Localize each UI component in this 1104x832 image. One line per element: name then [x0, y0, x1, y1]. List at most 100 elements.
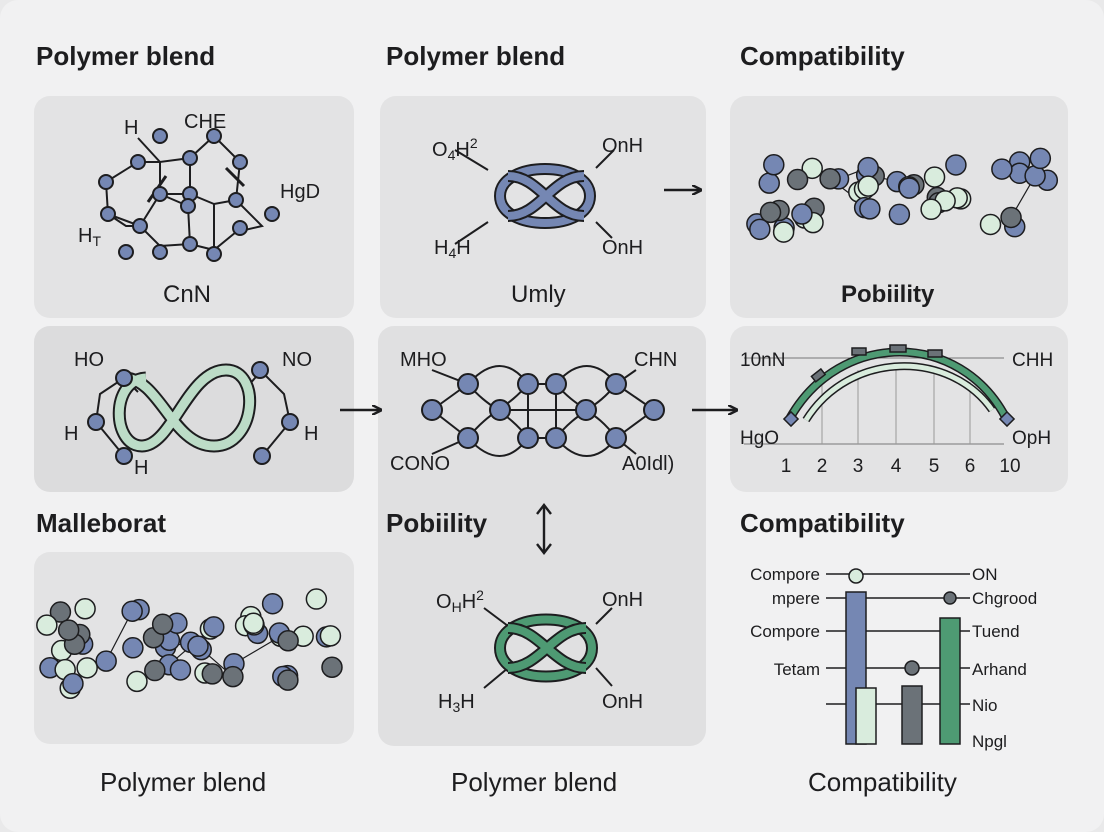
- arc-tick-label: 2: [817, 456, 828, 477]
- cluster-top-atom: [758, 172, 780, 194]
- molecule-label-ht: HT: [78, 225, 101, 249]
- knot-top-label-h4h: H4H: [434, 237, 471, 261]
- bar-right-label: ON: [972, 565, 998, 584]
- knot-bottom-label-onh-2: OnH: [602, 691, 643, 713]
- cluster-top-atom: [791, 203, 813, 225]
- cluster-bottom-atom: [305, 588, 328, 610]
- cluster-top-atom: [979, 213, 1002, 236]
- cluster-bottom-atom: [187, 635, 209, 657]
- cluster-top-atom: [991, 158, 1013, 180]
- heading-polymer-blend-2: Polymer blend: [386, 41, 566, 71]
- knot-top-label-o4h2: O4H2: [432, 135, 478, 163]
- loop-label-no: NO: [282, 349, 312, 371]
- bar-mint: [855, 687, 877, 745]
- bar-left-label: Compore: [750, 622, 820, 641]
- bar-right-label: Nio: [972, 696, 998, 715]
- cluster-top-atom: [857, 156, 879, 179]
- cluster-top-atom: [857, 175, 879, 197]
- cluster-top-atom: [759, 201, 782, 224]
- arc-graphic: [744, 344, 1016, 445]
- cluster-bottom: [36, 588, 343, 699]
- cluster-top-atom: [898, 177, 920, 199]
- bar-right-label: Tuend: [972, 622, 1020, 641]
- bar-right-label: Arhand: [972, 660, 1027, 679]
- loop-label-h-right: H: [304, 423, 318, 445]
- cluster-top-atom: [1000, 206, 1022, 229]
- cluster-top-atom: [888, 203, 911, 226]
- cluster-bottom-atom: [201, 663, 224, 685]
- cluster-bottom-atom: [151, 613, 174, 636]
- bar-slate: [901, 685, 923, 745]
- chain-label-mho: MHO: [400, 349, 447, 371]
- bar-right-label: Npgl: [972, 732, 1007, 751]
- arc-label-chh: CHH: [1012, 350, 1053, 371]
- heading-compatibility-2: Compatibility: [740, 508, 905, 538]
- cluster-bottom-atom: [261, 592, 284, 615]
- loop-label-h-left: H: [64, 423, 78, 445]
- knot-top: [454, 149, 615, 245]
- molecule-label-che: CHE: [184, 111, 226, 133]
- chain-label-a0idl: A0Idl): [622, 453, 674, 475]
- chain-structure: [421, 365, 665, 457]
- knot-top-label-onh-2: OnH: [602, 237, 643, 259]
- arc-label-hgo: HgO: [740, 428, 779, 449]
- cluster-bottom-atom: [36, 614, 58, 636]
- cluster-bottom-atom: [57, 619, 80, 641]
- arc-tick-label: 5: [929, 456, 940, 477]
- cluster-top-atom: [772, 221, 795, 243]
- caption-pobiility-top: Pobiility: [841, 281, 935, 308]
- cluster-top-atom: [920, 198, 942, 221]
- cluster-bottom-atom: [95, 650, 117, 672]
- panel-loop: [34, 326, 354, 492]
- heading-compatibility-1: Compatibility: [740, 41, 905, 71]
- loop-structure: [87, 361, 299, 465]
- arc-tick-label: 6: [965, 456, 976, 477]
- arc-label-oph: OpH: [1012, 428, 1051, 449]
- bar-green: [939, 617, 961, 745]
- molecule-atoms: [98, 128, 280, 262]
- chain-label-cono: CONO: [390, 453, 450, 475]
- heading-polymer-blend-1: Polymer blend: [36, 41, 216, 71]
- cluster-bottom-atom: [76, 657, 98, 679]
- arc-tick-label: 3: [853, 456, 864, 477]
- cluster-top-atom: [1029, 147, 1052, 170]
- cluster-bottom-atom: [126, 670, 148, 693]
- cluster-bottom-atom: [222, 665, 244, 688]
- arrow-up-down: [536, 503, 552, 555]
- cluster-bottom-atom: [122, 637, 144, 659]
- cluster-top-atom: [859, 198, 881, 220]
- cluster-bottom-atom: [319, 625, 342, 647]
- arc-tick-label: 4: [891, 456, 902, 477]
- knot-bottom-label-ohh2: OHH2: [436, 587, 484, 615]
- cluster-top-atom: [945, 154, 967, 176]
- loop-label-ho: HO: [74, 349, 104, 371]
- cluster-bottom-atom: [49, 601, 72, 623]
- cluster-bottom-atom: [203, 616, 225, 638]
- bar-right-label: Chgrood: [972, 589, 1037, 608]
- cluster-top-atom: [763, 154, 785, 176]
- arc-label-10nn: 10nN: [740, 350, 785, 371]
- cluster-bottom-atom: [144, 659, 166, 682]
- heading-malleborat: Malleborat: [36, 508, 167, 538]
- loop-label-h-bottom: H: [134, 457, 148, 479]
- cluster-top: [746, 147, 1059, 243]
- bar-left-label: Compore: [750, 565, 820, 584]
- knot-bottom-label-onh-1: OnH: [602, 589, 643, 611]
- molecule-label-hgd: HgD: [280, 181, 320, 203]
- cluster-top-atom: [801, 157, 823, 180]
- bar-graphic: [826, 568, 970, 745]
- bottom-polymer-blend-1: Polymer blend: [100, 767, 267, 797]
- cluster-top-atom: [923, 166, 946, 188]
- arc-tick-label: 1: [781, 456, 792, 477]
- chain-label-chn: CHN: [634, 349, 677, 371]
- cluster-bottom-atom: [321, 656, 343, 678]
- molecule-label-h: H: [124, 117, 138, 139]
- caption-cnn: CnN: [163, 281, 212, 308]
- caption-umly: Umly: [511, 281, 566, 308]
- knot-bottom-label-h3h: H3H: [438, 691, 475, 715]
